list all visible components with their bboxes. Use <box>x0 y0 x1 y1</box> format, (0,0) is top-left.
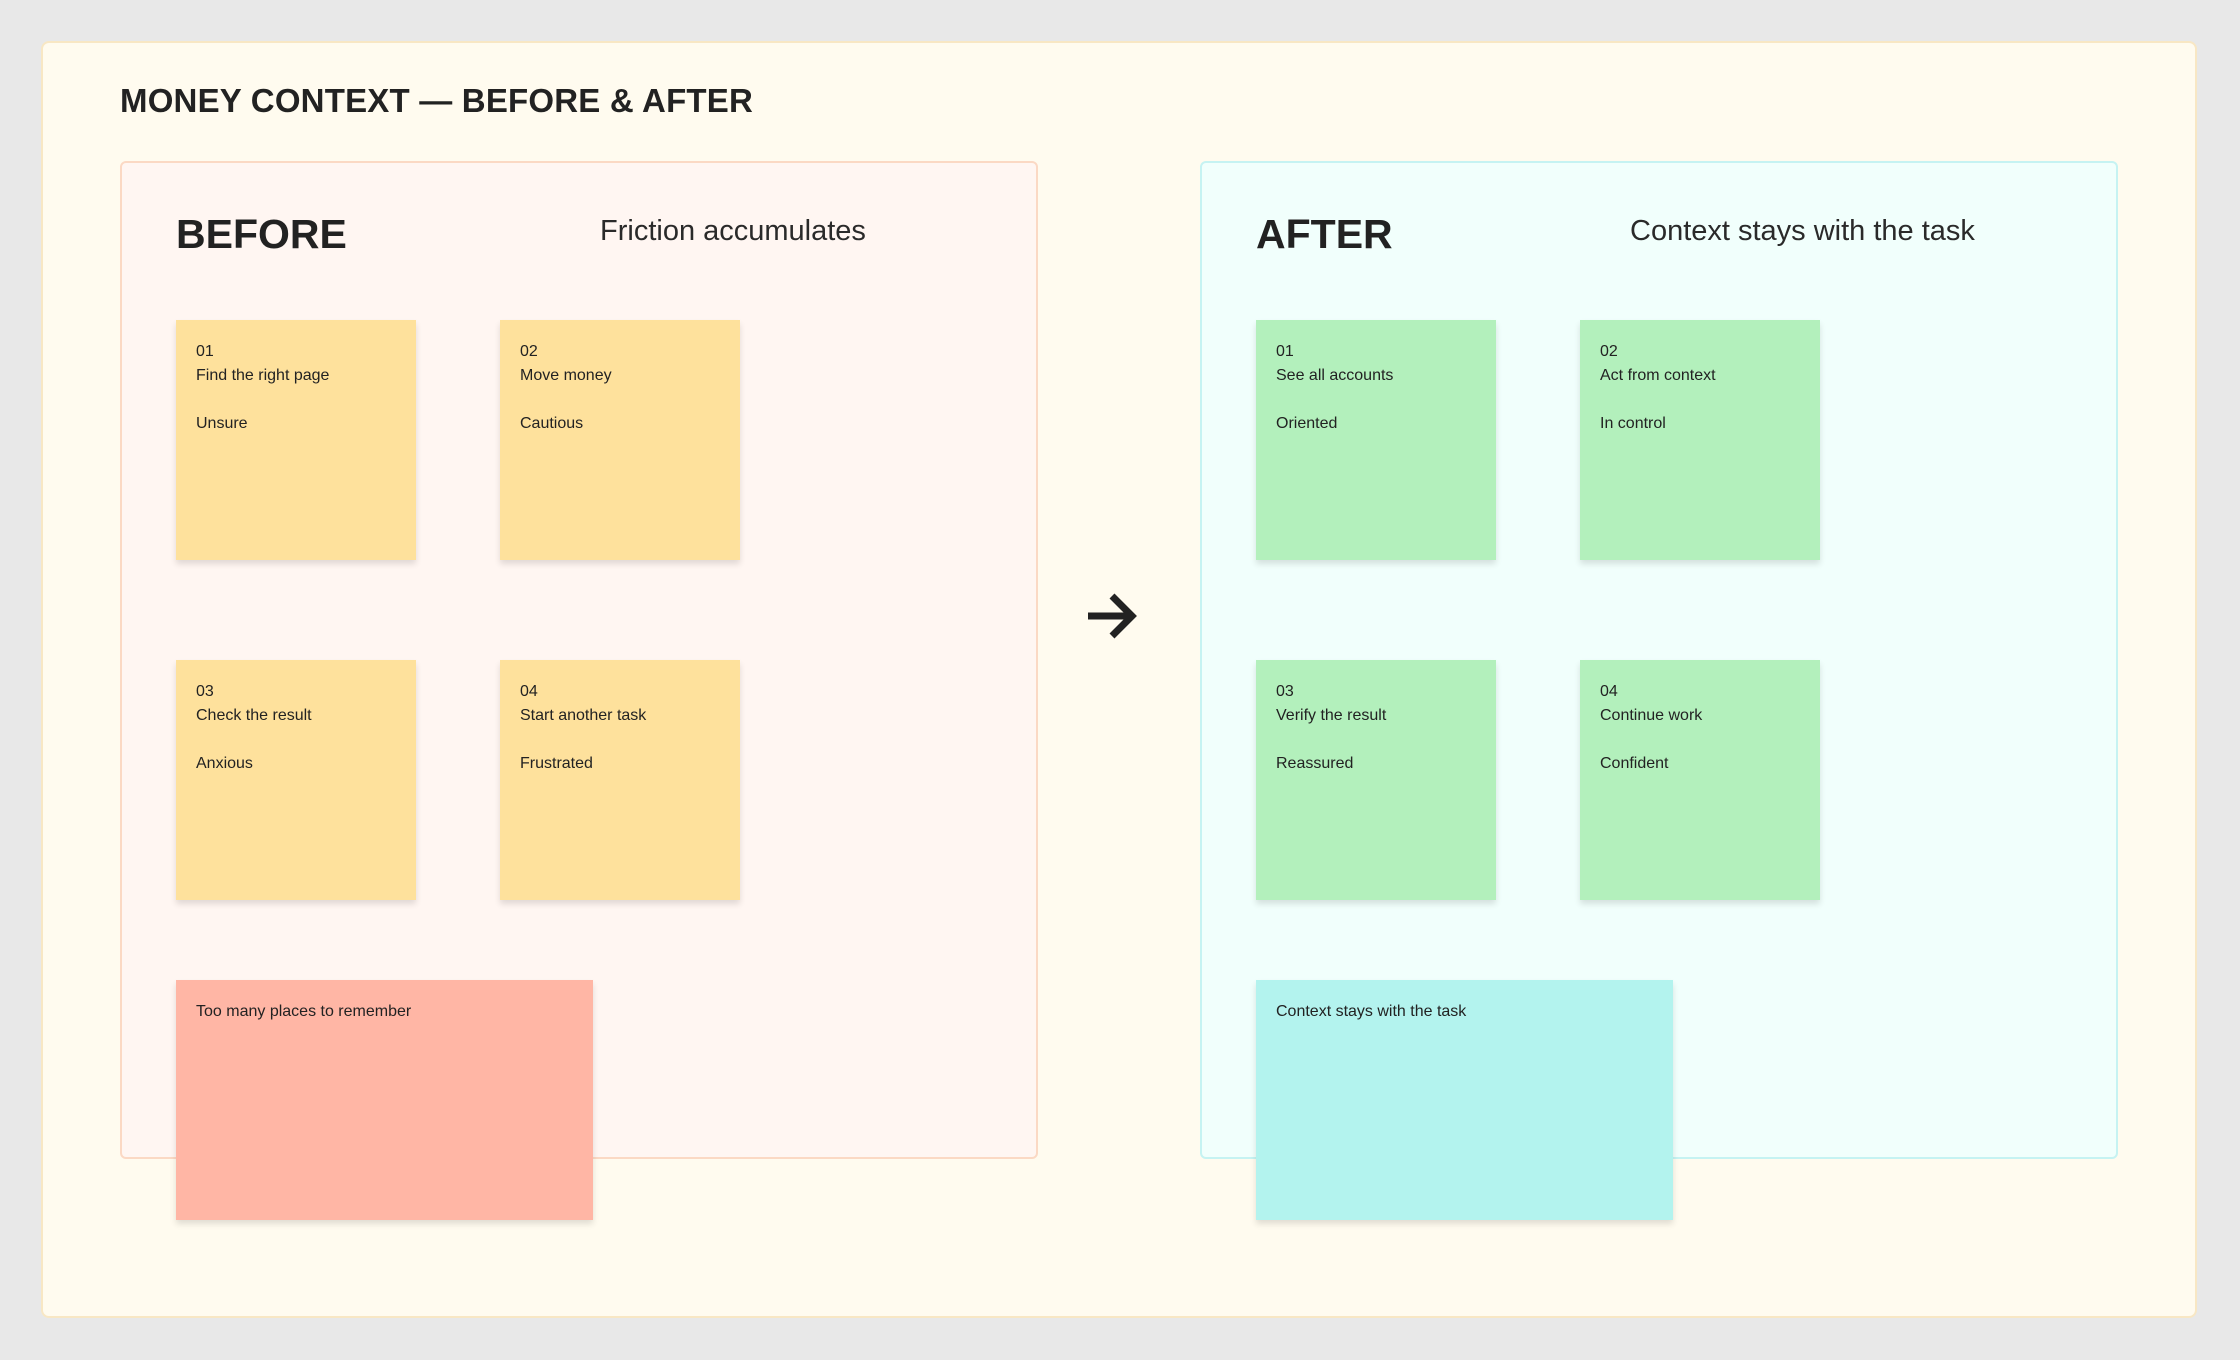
after-sticky-step-02[interactable]: 02 Act from context In control <box>1580 320 1820 560</box>
step-feeling: Cautious <box>520 415 584 432</box>
step-label: Move money <box>520 367 612 384</box>
step-feeling: Reassured <box>1276 755 1354 772</box>
before-subtitle: Friction accumulates <box>600 215 866 247</box>
note-text: Context stays with the task <box>1276 1003 1467 1020</box>
step-number: 01 <box>196 343 214 360</box>
after-outcome-note[interactable]: Context stays with the task <box>1256 980 1673 1220</box>
step-number: 02 <box>520 343 538 360</box>
before-pain-point-note[interactable]: Too many places to remember <box>176 980 593 1220</box>
step-feeling: Frustrated <box>520 755 593 772</box>
step-label: Verify the result <box>1276 707 1387 724</box>
step-number: 04 <box>520 683 538 700</box>
step-label: Check the result <box>196 707 312 724</box>
after-sticky-step-01[interactable]: 01 See all accounts Oriented <box>1256 320 1496 560</box>
step-number: 01 <box>1276 343 1294 360</box>
before-heading: BEFORE <box>176 211 347 257</box>
after-sticky-step-04[interactable]: 04 Continue work Confident <box>1580 660 1820 900</box>
step-label: Find the right page <box>196 367 330 384</box>
step-feeling: Oriented <box>1276 415 1338 432</box>
after-sticky-step-03[interactable]: 03 Verify the result Reassured <box>1256 660 1496 900</box>
after-heading: AFTER <box>1256 211 1393 257</box>
before-sticky-step-04[interactable]: 04 Start another task Frustrated <box>500 660 740 900</box>
step-label: See all accounts <box>1276 367 1394 384</box>
step-feeling: In control <box>1600 415 1666 432</box>
step-feeling: Anxious <box>196 755 253 772</box>
before-sticky-step-01[interactable]: 01 Find the right page Unsure <box>176 320 416 560</box>
step-feeling: Confident <box>1600 755 1669 772</box>
before-sticky-step-02[interactable]: 02 Move money Cautious <box>500 320 740 560</box>
step-number: 03 <box>1276 683 1294 700</box>
before-sticky-step-03[interactable]: 03 Check the result Anxious <box>176 660 416 900</box>
note-text: Too many places to remember <box>196 1003 412 1020</box>
arrow-right-icon <box>1088 593 1137 639</box>
step-number: 02 <box>1600 343 1618 360</box>
after-subtitle: Context stays with the task <box>1630 215 1975 247</box>
step-label: Start another task <box>520 707 647 724</box>
step-label: Act from context <box>1600 367 1716 384</box>
step-number: 03 <box>196 683 214 700</box>
step-label: Continue work <box>1600 707 1703 724</box>
step-number: 04 <box>1600 683 1618 700</box>
board-title: MONEY CONTEXT — BEFORE & AFTER <box>120 82 754 119</box>
step-feeling: Unsure <box>196 415 248 432</box>
